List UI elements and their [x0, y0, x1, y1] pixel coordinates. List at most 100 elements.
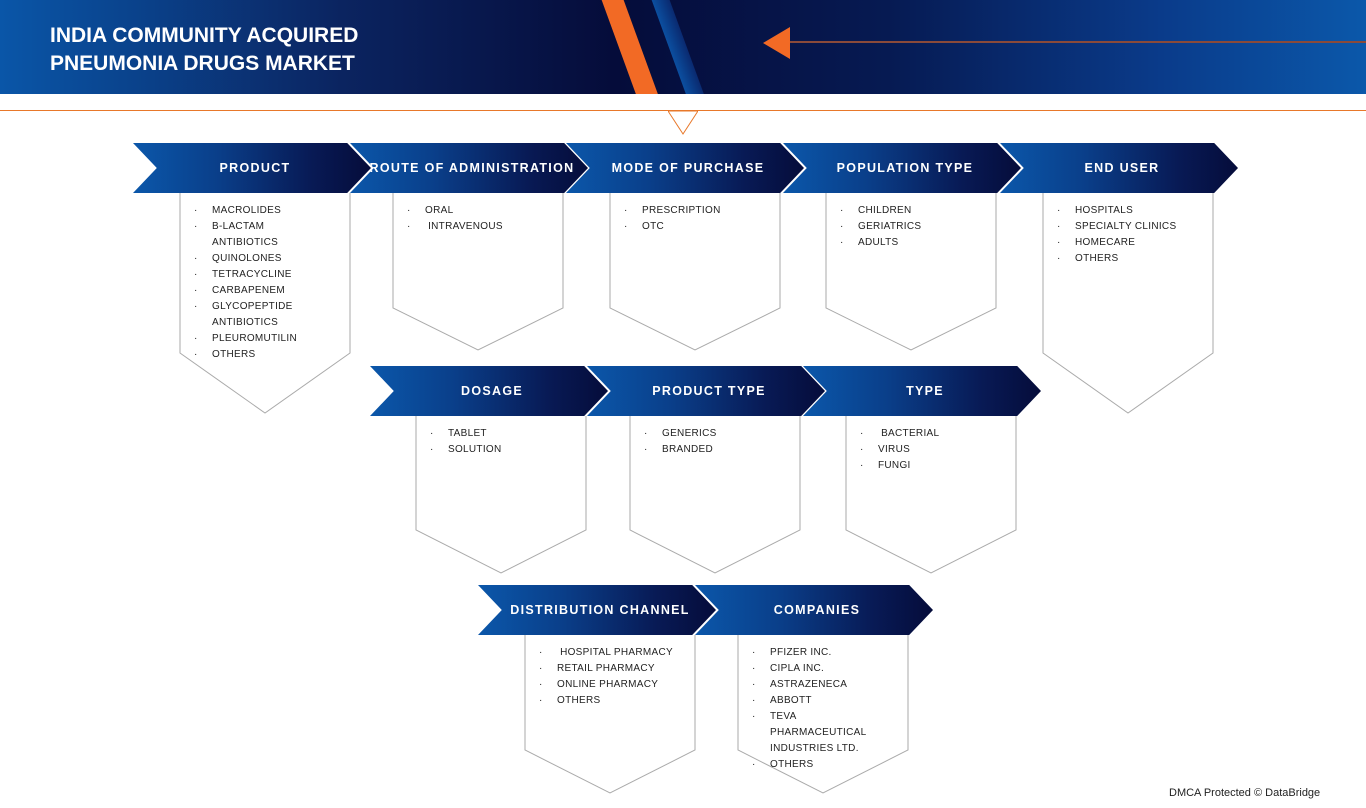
- segment-header-population-type: POPULATION TYPE: [783, 143, 1021, 193]
- segment-box-type: · BACTERIAL·VIRUS·FUNGI: [845, 416, 1017, 574]
- orange-stripe: [598, 0, 664, 94]
- list-item: ·ASTRAZENECA: [738, 677, 866, 693]
- arrow-line: [790, 41, 1366, 43]
- list-item: ·GERIATRICS: [826, 219, 921, 235]
- item-label: PHARMACEUTICAL: [770, 727, 867, 738]
- list-item: ·TABLET: [416, 426, 502, 442]
- list-item: ANTIBIOTICS: [180, 235, 297, 251]
- segment-box-route-of-administration: · ORAL· INTRAVENOUS: [392, 193, 564, 351]
- item-label: PFIZER INC.: [770, 647, 832, 658]
- bullet-icon: ·: [407, 205, 411, 216]
- segment-items: ·PRESCRIPTION·OTC: [610, 203, 721, 235]
- segment-header-route-of-administration: ROUTE OF ADMINISTRATION: [350, 143, 588, 193]
- item-label: GLYCOPEPTIDE: [212, 301, 293, 312]
- item-label: OTHERS: [1075, 253, 1119, 264]
- item-label: B-LACTAM: [212, 221, 265, 232]
- item-label: OTHERS: [557, 695, 601, 706]
- segment-header-mode-of-purchase: MODE OF PURCHASE: [566, 143, 804, 193]
- segment-header-type: TYPE: [803, 366, 1041, 416]
- item-label: INTRAVENOUS: [425, 221, 503, 232]
- segment-box-population-type: ·CHILDREN·GERIATRICS·ADULTS: [825, 193, 997, 351]
- item-label: FUNGI: [878, 460, 911, 471]
- bullet-icon: ·: [644, 428, 648, 439]
- list-item: ·SPECIALTY CLINICS: [1043, 219, 1176, 235]
- list-item: ·GENERICS: [630, 426, 717, 442]
- bullet-icon: ·: [860, 460, 864, 471]
- list-item: ·OTHERS: [180, 347, 297, 363]
- segment-items: · ORAL· INTRAVENOUS: [393, 203, 503, 235]
- segment-items: ·GENERICS· BRANDED: [630, 426, 717, 458]
- item-label: VIRUS: [878, 444, 911, 455]
- item-label: HOSPITAL PHARMACY: [557, 647, 673, 658]
- bullet-icon: ·: [194, 205, 198, 216]
- blue-stripe: [648, 0, 710, 94]
- item-label: PLEUROMUTILIN: [212, 333, 298, 344]
- bullet-icon: ·: [430, 444, 434, 455]
- item-label: BRANDED: [662, 444, 713, 455]
- list-item: · ONLINE PHARMACY: [525, 677, 673, 693]
- list-item: · TETRACYCLINE: [180, 267, 297, 283]
- item-label: OTHERS: [212, 349, 256, 360]
- list-item: ·OTHERS: [738, 757, 866, 773]
- segment-header-distribution-channel: DISTRIBUTION CHANNEL: [478, 585, 716, 635]
- item-label: TEVA: [770, 711, 797, 722]
- list-item: · HOSPITAL PHARMACY: [525, 645, 673, 661]
- bullet-icon: ·: [539, 647, 543, 658]
- item-label: HOSPITALS: [1075, 205, 1134, 216]
- page-title: INDIA COMMUNITY ACQUIRED PNEUMONIA DRUGS…: [50, 22, 358, 78]
- item-label: ONLINE PHARMACY: [557, 679, 659, 690]
- bullet-icon: ·: [1057, 205, 1061, 216]
- bullet-icon: ·: [1057, 221, 1061, 232]
- bullet-icon: ·: [194, 253, 198, 264]
- list-item: ·ADULTS: [826, 235, 921, 251]
- segment-box-distribution-channel: · HOSPITAL PHARMACY·RETAIL PHARMACY·ONLI…: [524, 635, 696, 794]
- list-item: ·B-LACTAM: [180, 219, 297, 235]
- footer-copyright: DMCA Protected © DataBridge: [1169, 787, 1321, 799]
- list-item: ·ABBOTT: [738, 693, 866, 709]
- bullet-icon: ·: [860, 444, 864, 455]
- item-label: ADULTS: [858, 237, 899, 248]
- item-label: ANTIBIOTICS: [212, 237, 279, 248]
- list-item: · SOLUTION: [416, 442, 502, 458]
- title-line-2: PNEUMONIA DRUGS MARKET: [50, 52, 355, 75]
- item-label: SOLUTION: [448, 444, 502, 455]
- bullet-icon: ·: [194, 285, 198, 296]
- item-label: QUINOLONES: [212, 253, 282, 264]
- bullet-icon: ·: [194, 269, 198, 280]
- list-item: ·RETAIL PHARMACY: [525, 661, 673, 677]
- item-label: PRESCRIPTION: [642, 205, 721, 216]
- segment-items: ·CHILDREN·GERIATRICS·ADULTS: [826, 203, 921, 251]
- bullet-icon: ·: [752, 695, 756, 706]
- segment-items: · BACTERIAL·VIRUS·FUNGI: [846, 426, 939, 474]
- item-label: GERIATRICS: [858, 221, 922, 232]
- bullet-icon: ·: [194, 333, 198, 344]
- segment-header-product: PRODUCT: [133, 143, 371, 193]
- bullet-icon: ·: [539, 679, 543, 690]
- item-label: CARBAPENEM: [212, 285, 286, 296]
- segment-items: · HOSPITAL PHARMACY·RETAIL PHARMACY·ONLI…: [525, 645, 673, 709]
- list-item: · TEVA: [738, 709, 866, 725]
- segment-box-dosage: ·TABLET · SOLUTION: [415, 416, 587, 574]
- list-item: · ORAL: [393, 203, 503, 219]
- item-label: TETRACYCLINE: [212, 269, 292, 280]
- notch-down-icon: [668, 110, 698, 135]
- item-label: ORAL: [425, 205, 454, 216]
- bullet-icon: ·: [840, 205, 844, 216]
- list-item: ·CIPLA INC.: [738, 661, 866, 677]
- bullet-icon: ·: [194, 301, 198, 312]
- bullet-icon: ·: [752, 679, 756, 690]
- bullet-icon: ·: [752, 663, 756, 674]
- bullet-icon: ·: [1057, 237, 1061, 248]
- bullet-icon: ·: [860, 428, 864, 439]
- item-label: OTHERS: [770, 759, 814, 770]
- item-label: ANTIBIOTICS: [212, 317, 279, 328]
- segment-items: ·TABLET · SOLUTION: [416, 426, 502, 458]
- arrow-left-icon: [763, 27, 790, 59]
- list-item: ·OTHERS: [1043, 251, 1176, 267]
- title-line-1: INDIA COMMUNITY ACQUIRED: [50, 24, 359, 47]
- list-item: · CARBAPENEM: [180, 283, 297, 299]
- bullet-icon: ·: [624, 205, 628, 216]
- list-item: · FUNGI: [846, 458, 939, 474]
- bullet-icon: ·: [752, 711, 756, 722]
- segment-header-dosage: DOSAGE: [370, 366, 608, 416]
